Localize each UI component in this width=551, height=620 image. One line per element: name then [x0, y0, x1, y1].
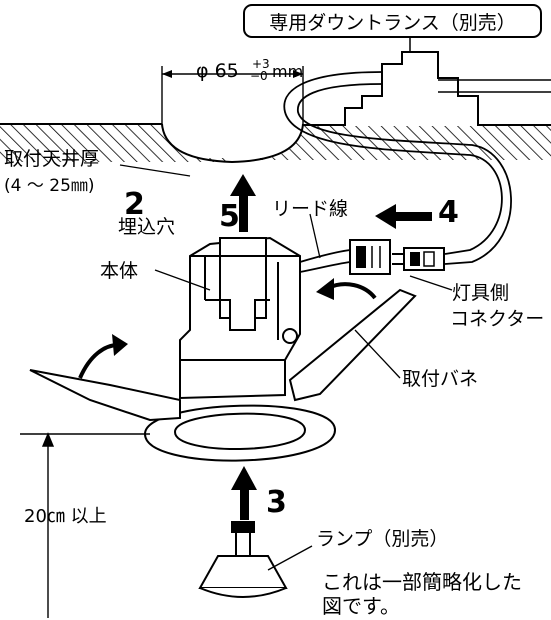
- step-3-number: 3: [266, 485, 287, 520]
- cable-loop: [283, 71, 512, 265]
- spring-label: 取付バネ: [402, 368, 479, 390]
- mounting-spring-right: [288, 288, 417, 402]
- lamp-label: ランプ（別売）: [316, 528, 449, 550]
- step-4-number: 4: [438, 195, 459, 230]
- trim-flange: [143, 404, 337, 462]
- mounting-spring-left: [29, 369, 181, 422]
- fixture-connector: [349, 239, 391, 275]
- ceiling-range-label: (4 〜 25㎜): [4, 176, 95, 196]
- spring-rotate-arrow-left: [78, 334, 128, 379]
- connector-label-line1: 灯具側: [452, 282, 510, 304]
- mounting-hole: [161, 123, 304, 164]
- lead-wire: [299, 249, 351, 273]
- tolerance-minus: −0: [250, 69, 268, 83]
- step-5-number: 5: [219, 199, 240, 234]
- fixture-body: [179, 236, 301, 400]
- spring-rotate-arrow-right: [316, 278, 377, 300]
- ceiling-thickness-label: 取付天井厚: [4, 148, 100, 170]
- transformer-plug: [392, 247, 445, 271]
- hole-label: 埋込穴: [118, 216, 176, 238]
- diameter-dimension: [162, 70, 303, 78]
- diameter-label: φ 65: [196, 60, 239, 82]
- step4-arrow: [375, 204, 432, 229]
- diameter-unit: mm: [272, 62, 304, 81]
- clearance-dimension: [20, 432, 150, 618]
- step5-arrow: [230, 174, 256, 232]
- transformer-unit: [344, 38, 551, 126]
- step3-arrow: [231, 466, 257, 520]
- note-line1: これは一部簡略化した: [322, 570, 522, 594]
- connector-label-line2: コネクター: [450, 308, 545, 330]
- transformer-label: 専用ダウントランス（別売）: [243, 4, 542, 38]
- clearance-label: 20㎝ 以上: [24, 506, 107, 527]
- note-line2: 図です。: [322, 594, 400, 618]
- lamp: [198, 521, 288, 598]
- body-label: 本体: [100, 260, 139, 282]
- leader-lines: [119, 164, 453, 571]
- tolerance-plus: +3: [252, 57, 270, 71]
- ceiling-left: [0, 123, 230, 162]
- step-2-number: 2: [124, 187, 145, 222]
- lead-wire-label: リード線: [272, 198, 349, 220]
